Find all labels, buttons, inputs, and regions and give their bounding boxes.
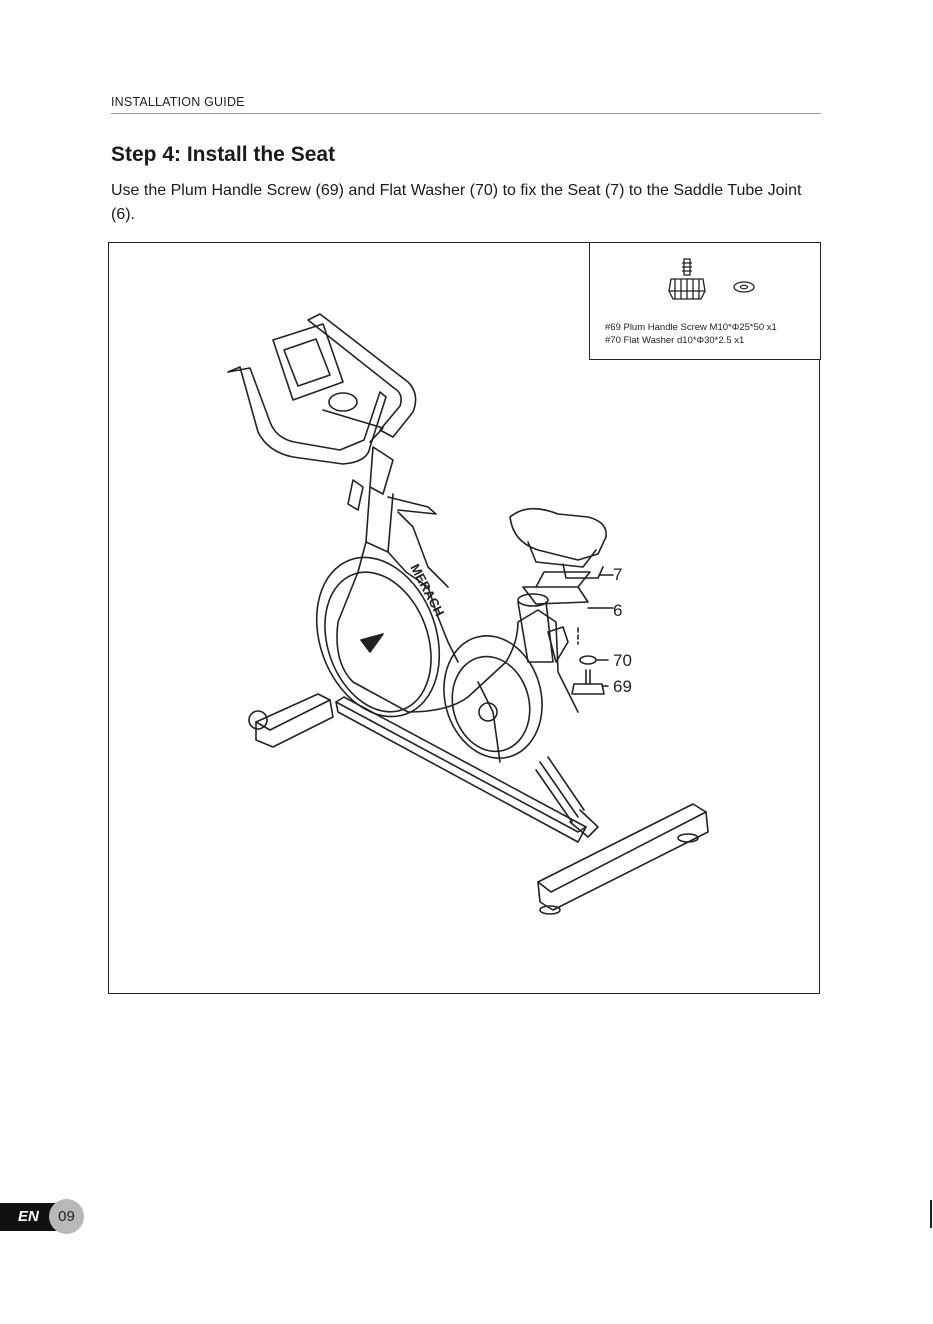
front-stabilizer	[538, 804, 706, 892]
step-instructions: Use the Plum Handle Screw (69) and Flat …	[111, 179, 823, 227]
page-edge-mark	[930, 1200, 932, 1228]
callout-saddle-tube-joint: 6	[613, 601, 622, 621]
bike-frame	[337, 542, 578, 712]
brand-logo-text: MERACH	[407, 561, 447, 618]
step-title: Step 4: Install the Seat	[111, 143, 335, 167]
page-number: 09	[49, 1199, 84, 1234]
header-divider	[111, 113, 821, 114]
callout-flat-washer: 70	[613, 651, 632, 671]
flat-washer-part	[580, 656, 596, 664]
saddle-tube-joint	[523, 587, 588, 604]
callout-plum-screw: 69	[613, 677, 632, 697]
part-70-label: #70 Flat Washer d10*Φ30*2.5 x1	[605, 335, 744, 346]
flat-washer-icon	[732, 280, 756, 294]
main-base-rail	[336, 697, 586, 832]
handlebar	[228, 367, 386, 464]
section-header-label: INSTALLATION GUIDE	[111, 95, 245, 109]
callout-seat: 7	[613, 565, 622, 585]
handlebar-stem	[370, 447, 393, 494]
part-69-label: #69 Plum Handle Screw M10*Φ25*50 x1	[605, 322, 777, 333]
plum-handle-screw-icon	[665, 257, 709, 305]
parts-list-box: #69 Plum Handle Screw M10*Φ25*50 x1 #70 …	[589, 242, 821, 360]
bike-seat	[510, 509, 606, 560]
plum-screw-part	[572, 684, 604, 694]
